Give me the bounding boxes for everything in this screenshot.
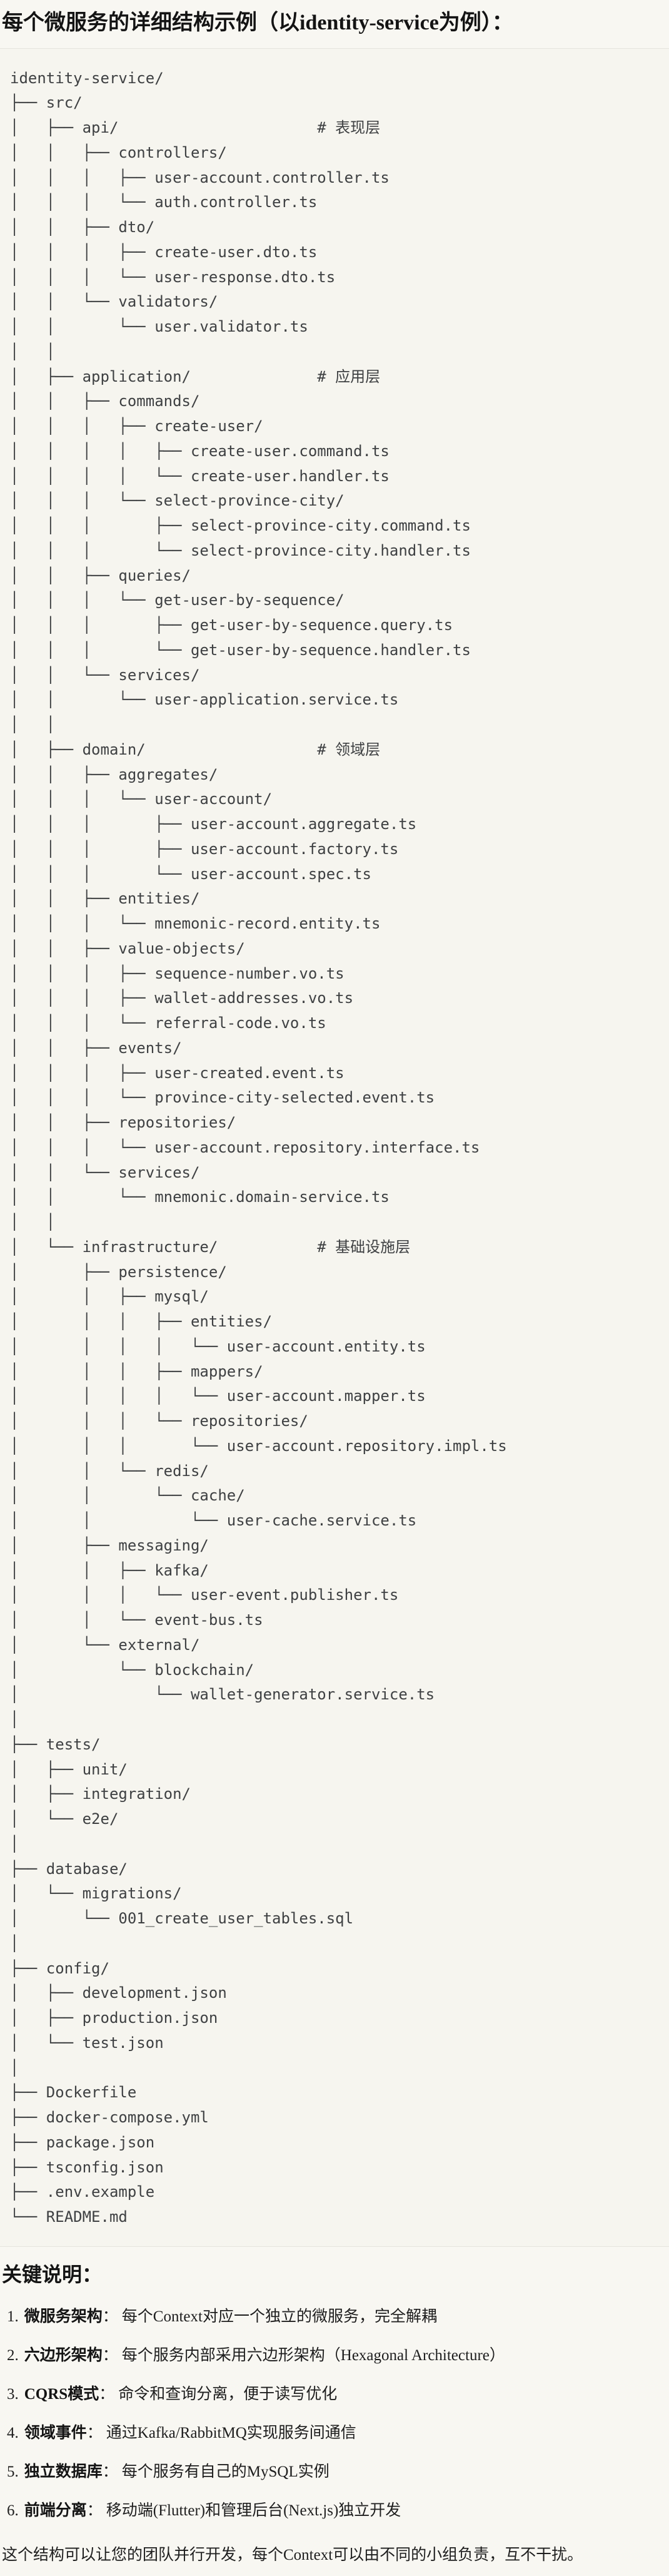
- page-title: 每个微服务的详细结构示例（以identity-service为例）：: [2, 11, 513, 34]
- note-label: CQRS模式: [24, 2386, 99, 2403]
- note-content: 前端分离：移动端(Flutter)和管理后台(Next.js)独立开发: [24, 2499, 401, 2523]
- note-separator: ：: [102, 2308, 118, 2326]
- note-text: 通过Kafka/RabbitMQ实现服务间通信: [106, 2425, 356, 2442]
- note-text: 每个服务内部采用六边形架构（Hexagonal Architecture）: [121, 2347, 505, 2365]
- note-number: 6.: [7, 2502, 19, 2520]
- note-number: 3.: [7, 2386, 19, 2403]
- note-number: 5.: [7, 2463, 19, 2481]
- note-item: 4. 领域事件：通过Kafka/RabbitMQ实现服务间通信: [7, 2421, 665, 2445]
- note-content: 领域事件：通过Kafka/RabbitMQ实现服务间通信: [24, 2421, 356, 2445]
- notes-heading: 关键说明：: [2, 2263, 103, 2286]
- note-separator: ：: [102, 2463, 118, 2481]
- note-number: 2.: [7, 2347, 19, 2365]
- note-separator: ：: [86, 2425, 103, 2442]
- note-number: 1.: [7, 2308, 19, 2326]
- note-label: 微服务架构: [24, 2308, 103, 2326]
- file-tree-text: identity-service/ ├── src/ │ ├── api/ # …: [10, 69, 507, 2226]
- document-header: 每个微服务的详细结构示例（以identity-service为例）：: [0, 0, 669, 48]
- note-label: 独立数据库: [24, 2463, 103, 2481]
- note-label: 六边形架构: [24, 2347, 103, 2365]
- note-item: 6. 前端分离：移动端(Flutter)和管理后台(Next.js)独立开发: [7, 2499, 665, 2523]
- note-content: 微服务架构：每个Context对应一个独立的微服务，完全解耦: [24, 2305, 437, 2329]
- file-tree-code-block: identity-service/ ├── src/ │ ├── api/ # …: [0, 48, 669, 2247]
- key-notes-section: 关键说明： 1. 微服务架构：每个Context对应一个独立的微服务，完全解耦 …: [0, 2247, 669, 2568]
- closing-paragraph: 这个结构可以让您的团队并行开发，每个Context可以由不同的小组负责，互不干扰…: [2, 2547, 583, 2564]
- note-separator: ：: [102, 2347, 118, 2365]
- note-label: 领域事件: [24, 2425, 87, 2442]
- note-separator: ：: [86, 2502, 103, 2520]
- note-content: 六边形架构：每个服务内部采用六边形架构（Hexagonal Architectu…: [24, 2344, 505, 2368]
- note-text: 每个服务有自己的MySQL实例: [121, 2463, 329, 2481]
- note-item: 3. CQRS模式：命令和查询分离，便于读写优化: [7, 2383, 665, 2406]
- note-label: 前端分离: [24, 2502, 87, 2520]
- note-content: 独立数据库：每个服务有自己的MySQL实例: [24, 2460, 329, 2484]
- note-number: 4.: [7, 2425, 19, 2442]
- note-item: 1. 微服务架构：每个Context对应一个独立的微服务，完全解耦: [7, 2305, 665, 2329]
- note-item: 5. 独立数据库：每个服务有自己的MySQL实例: [7, 2460, 665, 2484]
- note-item: 2. 六边形架构：每个服务内部采用六边形架构（Hexagonal Archite…: [7, 2344, 665, 2368]
- note-text: 每个Context对应一个独立的微服务，完全解耦: [121, 2308, 437, 2326]
- note-text: 移动端(Flutter)和管理后台(Next.js)独立开发: [106, 2502, 401, 2520]
- note-content: CQRS模式：命令和查询分离，便于读写优化: [24, 2383, 338, 2406]
- note-separator: ：: [99, 2386, 115, 2403]
- note-text: 命令和查询分离，便于读写优化: [118, 2386, 338, 2403]
